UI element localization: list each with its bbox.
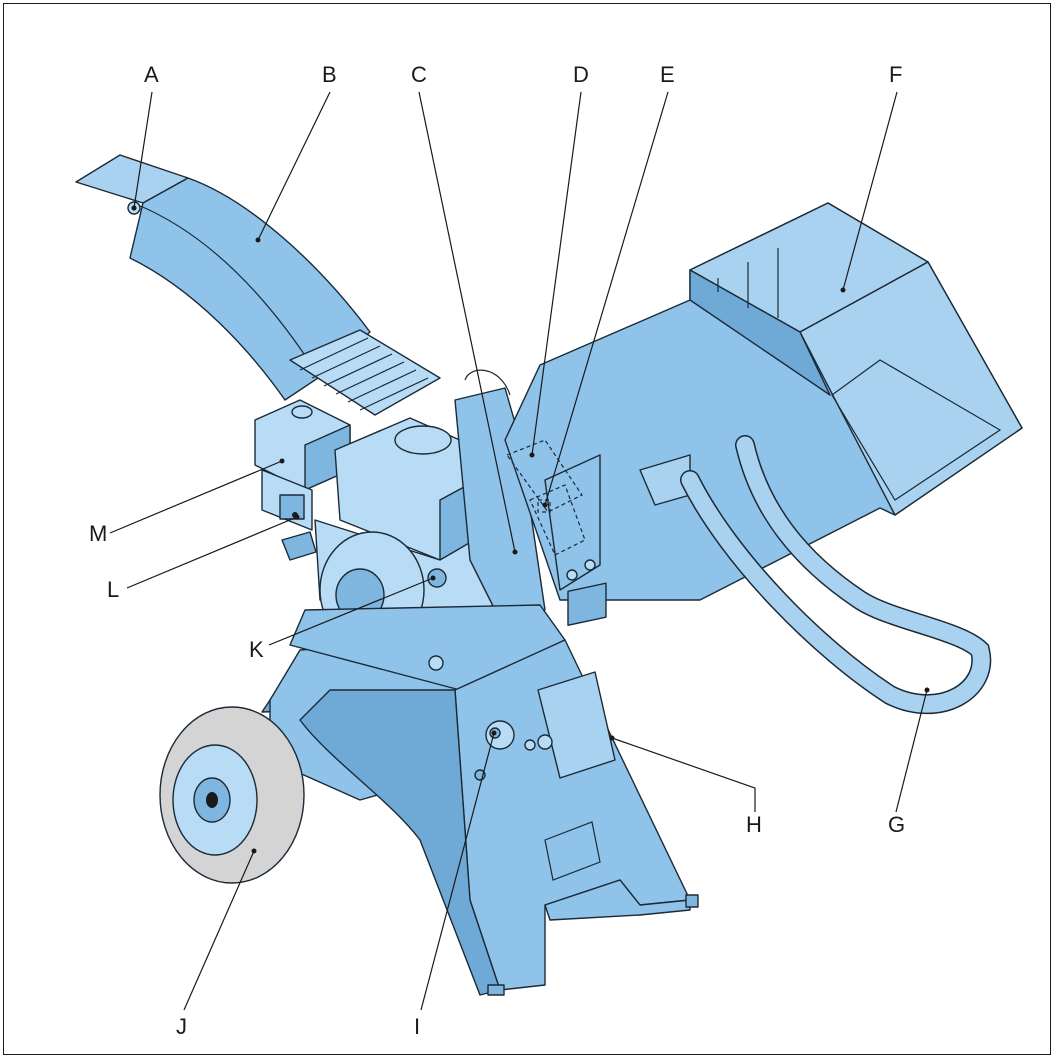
feed-hopper — [504, 202, 1023, 601]
engine-fins — [289, 329, 441, 416]
indicator-lamp — [428, 655, 515, 781]
label-k: K — [249, 637, 264, 662]
base-stand — [261, 604, 699, 996]
label-f: F — [889, 62, 902, 87]
label-a: A — [144, 62, 159, 87]
push-handle — [639, 435, 992, 715]
carburettor — [261, 469, 313, 531]
label-j: J — [176, 1014, 187, 1039]
label-c: C — [411, 62, 427, 87]
label-e: E — [660, 62, 675, 87]
wheel — [159, 706, 305, 884]
label-m: M — [89, 521, 107, 546]
label-l: L — [107, 577, 119, 602]
choke-lever-icon — [427, 568, 447, 588]
switch-box — [524, 582, 616, 779]
label-b: B — [322, 62, 337, 87]
blade-insert-outline — [506, 439, 586, 556]
label-i: I — [414, 1014, 420, 1039]
label-g: G — [888, 812, 905, 837]
rotor-housing — [454, 369, 546, 621]
label-d: D — [573, 62, 589, 87]
leader-lines — [109, 91, 930, 1011]
label-h: H — [746, 812, 762, 837]
